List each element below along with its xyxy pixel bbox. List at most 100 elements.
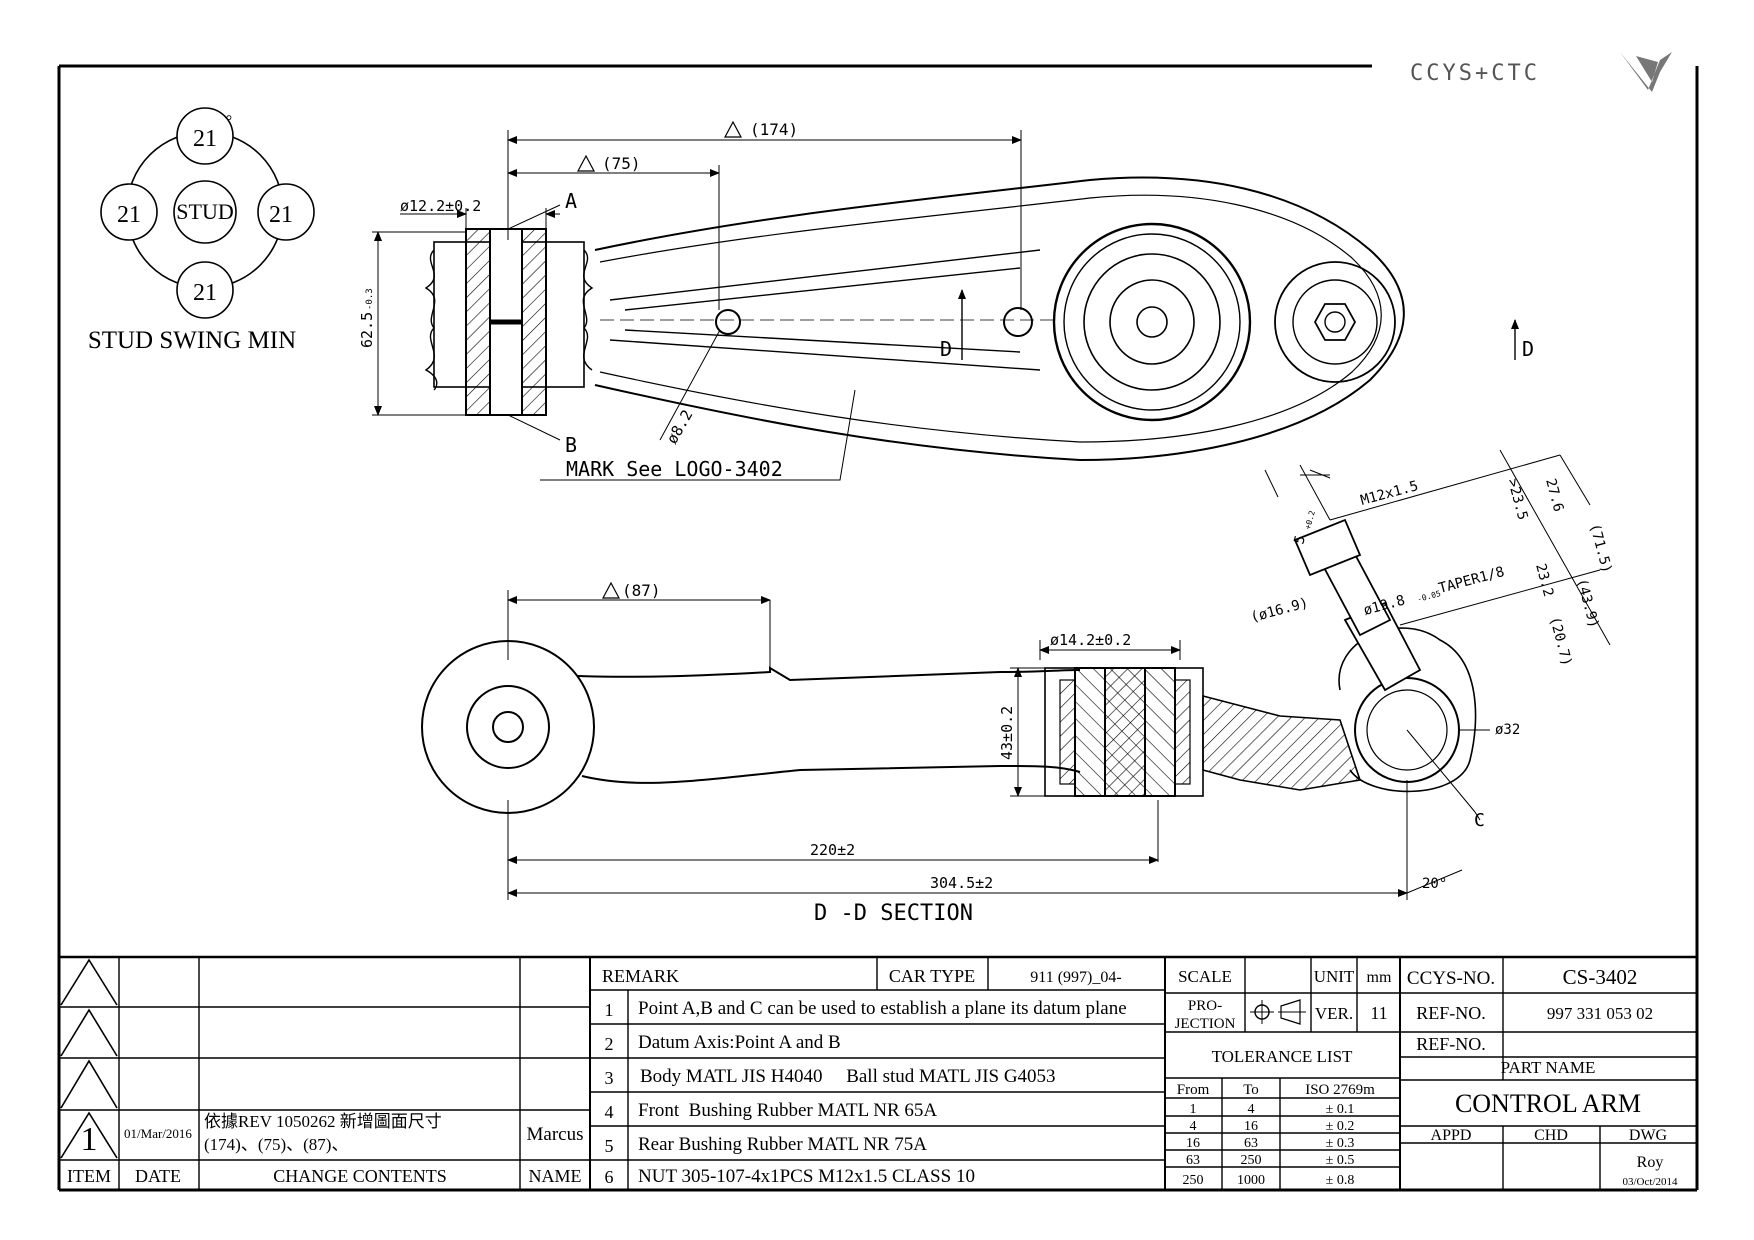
ccys-no-label: CCYS-NO. (1407, 968, 1495, 989)
dim-235-label: >23.5 (1504, 477, 1530, 522)
remark-text-5: Rear Bushing Rubber MATL NR 75A (638, 1134, 927, 1155)
tol-to-2: 16 (1244, 1119, 1258, 1134)
tol-value-1: ± 0.1 (1326, 1102, 1355, 1117)
ref-no-label: REF-NO. (1416, 1003, 1486, 1023)
drawer-name: Roy (1637, 1154, 1664, 1171)
unit-label: UNIT (1314, 967, 1355, 986)
dim-dia142-label: ø14.2±0.2 (1050, 631, 1131, 649)
stud-swing-diagram (100, 107, 315, 319)
dim-87-label: (87) (622, 581, 661, 600)
projection-label-2: JECTION (1175, 1016, 1236, 1032)
swing-degree-mark: ° (226, 113, 232, 130)
tol-to-1: 4 (1248, 1102, 1255, 1117)
swing-bottom-value: 21 (193, 280, 217, 306)
revision-header-item: ITEM (67, 1166, 111, 1186)
dim-20deg-label: 20° (1422, 876, 1447, 892)
dim-43-label: 43±0.2 (998, 706, 1016, 760)
dim-625-label: 62.5 (358, 312, 376, 348)
dim-625-tol: -0.3 (365, 288, 375, 310)
tol-from-2: 4 (1190, 1119, 1197, 1134)
ref-no-label-2: REF-NO. (1416, 1034, 1486, 1054)
revision-header-content: CHANGE CONTENTS (273, 1166, 447, 1186)
version-value: 11 (1370, 1003, 1387, 1023)
swing-left-value: 21 (117, 202, 141, 228)
swing-top-value: 21 (193, 126, 217, 152)
swing-top-circle (176, 107, 234, 165)
dim-276-label: 27.6 (1542, 477, 1566, 514)
dim-dia32-label: ø32 (1495, 722, 1520, 738)
ccys-no-value: CS-3402 (1563, 965, 1638, 989)
swing-center-circle (173, 180, 237, 244)
tol-from-1: 1 (1190, 1102, 1197, 1117)
section-mark-d-right: D (1522, 337, 1534, 361)
drawing-frame (57, 64, 1699, 1192)
dim-715-label: (71.5) (1586, 522, 1615, 575)
part-name-value: CONTROL ARM (1455, 1089, 1641, 1118)
tol-from-5: 250 (1183, 1173, 1204, 1188)
projection-cone-icon (1280, 999, 1301, 1025)
remark-text-4: Front Bushing Rubber MATL NR 65A (638, 1100, 937, 1121)
tol-value-5: ± 0.8 (1326, 1173, 1355, 1188)
revision-item-1: 1 (81, 1121, 98, 1158)
ref-no-value: 997 331 053 02 (1547, 1004, 1653, 1023)
scale-label: SCALE (1178, 967, 1232, 986)
swing-right-circle (257, 183, 315, 241)
dim-220-label: 220±2 (810, 841, 855, 859)
unit-value: mm (1367, 969, 1392, 986)
label-point-a: A (565, 189, 577, 213)
revision-content-1: 依據REV 1050262 新增圖面尺寸 (204, 1112, 442, 1131)
dim-207-label: (20.7) (1546, 615, 1575, 668)
tol-value-2: ± 0.2 (1326, 1119, 1355, 1134)
tol-to-3: 63 (1244, 1136, 1258, 1151)
mark-logo-note: MARK See LOGO-3402 (566, 457, 783, 481)
remark-label: REMARK (602, 966, 679, 986)
remark-text-2: Datum Axis:Point A and B (638, 1032, 841, 1053)
section-view (421, 449, 1611, 900)
car-type-value: 911 (997)_04- (1030, 969, 1121, 986)
swing-caption: STUD SWING MIN (88, 327, 296, 354)
part-name-label: PART NAME (1501, 1058, 1596, 1077)
remark-no-2: 2 (605, 1034, 614, 1054)
dim-174-label: (174) (750, 120, 798, 139)
tol-to-5: 1000 (1237, 1173, 1265, 1188)
tol-from-4: 63 (1186, 1153, 1200, 1168)
dim-3045-label: 304.5±2 (930, 874, 993, 892)
dim-439-label: (43.9) (1573, 577, 1602, 630)
version-label: VER. (1315, 1004, 1353, 1023)
dim-75-label: (75) (602, 154, 641, 173)
appd-label: APPD (1431, 1127, 1472, 1144)
swing-center-label: STUD (176, 199, 233, 224)
top-view (372, 130, 1519, 481)
swing-right-value: 21 (269, 202, 293, 228)
tol-value-4: ± 0.5 (1326, 1153, 1355, 1168)
tol-header-to: To (1243, 1082, 1259, 1098)
dwg-label: DWG (1629, 1127, 1668, 1144)
drawing-date: 03/Oct/2014 (1623, 1176, 1678, 1188)
revision-header-date: DATE (135, 1166, 181, 1186)
dim-taper-label: TAPER1/8 (1437, 564, 1506, 597)
remark-no-1: 1 (605, 1000, 614, 1020)
dim-5-tol: +0.2 (1303, 509, 1317, 530)
remark-no-3: 3 (605, 1068, 614, 1088)
tolerance-title: TOLERANCE LIST (1212, 1047, 1353, 1066)
section-mark-d-left: D (940, 337, 952, 361)
dim-232-label: 23.2 (1532, 562, 1556, 599)
revision-name-1: Marcus (527, 1124, 584, 1145)
title-block (59, 955, 1697, 1190)
tol-header-iso: ISO 2769m (1305, 1082, 1375, 1098)
revision-header-name: NAME (529, 1166, 582, 1186)
car-type-label: CAR TYPE (889, 966, 975, 986)
label-point-b: B (565, 433, 577, 457)
tol-to-4: 250 (1241, 1153, 1262, 1168)
datum-triangle-icon (724, 120, 742, 138)
dim-5-label: 5 (1291, 534, 1309, 546)
tol-value-3: ± 0.3 (1326, 1136, 1355, 1151)
remark-text-6: NUT 305-107-4x1PCS M12x1.5 CLASS 10 (638, 1166, 975, 1187)
dim-m12-label: M12x1.5 (1359, 478, 1420, 509)
remark-no-4: 4 (605, 1102, 614, 1122)
revision-content-1b: (174)、(75)、(87)、 (204, 1135, 348, 1154)
section-title: D -D SECTION (814, 901, 973, 926)
datum-triangle-icon (602, 581, 620, 599)
remark-no-5: 5 (605, 1136, 614, 1156)
